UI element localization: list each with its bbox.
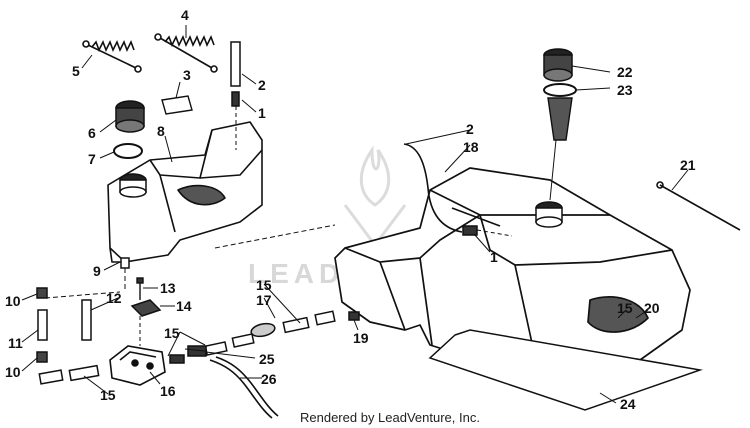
bracket-14 [130, 299, 162, 317]
callout-6: 6 [88, 125, 96, 141]
callout-leaders [21, 25, 689, 404]
callout-10-bottom: 10 [5, 364, 21, 380]
callout-13: 13 [160, 280, 176, 296]
callout-2-top: 2 [258, 77, 266, 93]
callout-19: 19 [353, 330, 369, 346]
outlet-fitting-19 [348, 311, 360, 321]
decal-3 [161, 95, 193, 115]
callout-1-top: 1 [258, 105, 266, 121]
assembly-lines [44, 224, 336, 299]
callout-15-tank: 15 [617, 300, 633, 316]
callout-17: 17 [256, 292, 272, 308]
tee-fitting-25 [187, 345, 207, 357]
fuel-cap-22 [543, 48, 573, 82]
aux-tank-outlet [120, 257, 130, 269]
rod-21 [656, 181, 741, 231]
fuel-gauge-sender [547, 97, 573, 141]
credit-text: Rendered by LeadVenture, Inc. [300, 410, 480, 425]
fitting-1-small [231, 91, 240, 107]
clamp-10-bottom [36, 351, 48, 363]
callout-15-middle: 15 [164, 325, 180, 341]
callout-3: 3 [183, 67, 191, 83]
callout-21: 21 [680, 157, 696, 173]
callout-7: 7 [88, 151, 96, 167]
leader-cap-22 [549, 139, 557, 201]
callout-11: 11 [8, 335, 23, 351]
fuel-pump-16 [109, 345, 166, 386]
callout-14: 14 [176, 298, 192, 314]
callout-8: 8 [157, 123, 165, 139]
callout-26: 26 [261, 371, 277, 387]
base-plate-24 [428, 329, 703, 411]
callout-12: 12 [106, 290, 122, 306]
callout-10-top: 10 [5, 293, 21, 309]
fitting-1-main [462, 225, 478, 236]
screw-13 [136, 277, 144, 300]
callout-1-main: 1 [490, 249, 498, 265]
callout-5: 5 [72, 63, 80, 79]
callout-15-upper: 15 [256, 277, 272, 293]
main-tank-neck [535, 201, 563, 228]
clamp-10-top [36, 287, 48, 299]
callout-20: 20 [644, 300, 660, 316]
callout-9: 9 [93, 263, 101, 279]
aux-tank-neck [119, 173, 147, 198]
hose-2-small [230, 41, 241, 87]
callout-15-lower: 15 [100, 387, 116, 403]
callout-22: 22 [617, 64, 633, 80]
callout-25: 25 [259, 351, 275, 367]
callout-numbers: 4 5 3 2 1 6 8 7 9 10 11 10 12 13 14 15 1… [5, 7, 696, 412]
spring-5 [82, 40, 142, 73]
callout-16: 16 [160, 383, 176, 399]
callout-23: 23 [617, 82, 633, 98]
fuel-line-15-lower [38, 364, 100, 385]
spring-4 [154, 33, 218, 73]
leader-fitting-1-main [476, 229, 513, 237]
callout-4: 4 [181, 7, 189, 23]
gasket-23 [543, 83, 577, 97]
callout-24: 24 [620, 396, 636, 412]
watermark-flame-icon [343, 145, 407, 248]
fuel-cap-6 [115, 100, 145, 133]
hose-2-main [403, 143, 463, 233]
hose-11 [37, 309, 48, 341]
gasket-7 [113, 143, 143, 159]
callout-2-main: 2 [466, 121, 474, 137]
hose-12 [81, 299, 92, 341]
fuel-line-assembly [169, 310, 336, 364]
fuel-hose-26 [209, 356, 279, 419]
callout-18: 18 [463, 139, 479, 155]
